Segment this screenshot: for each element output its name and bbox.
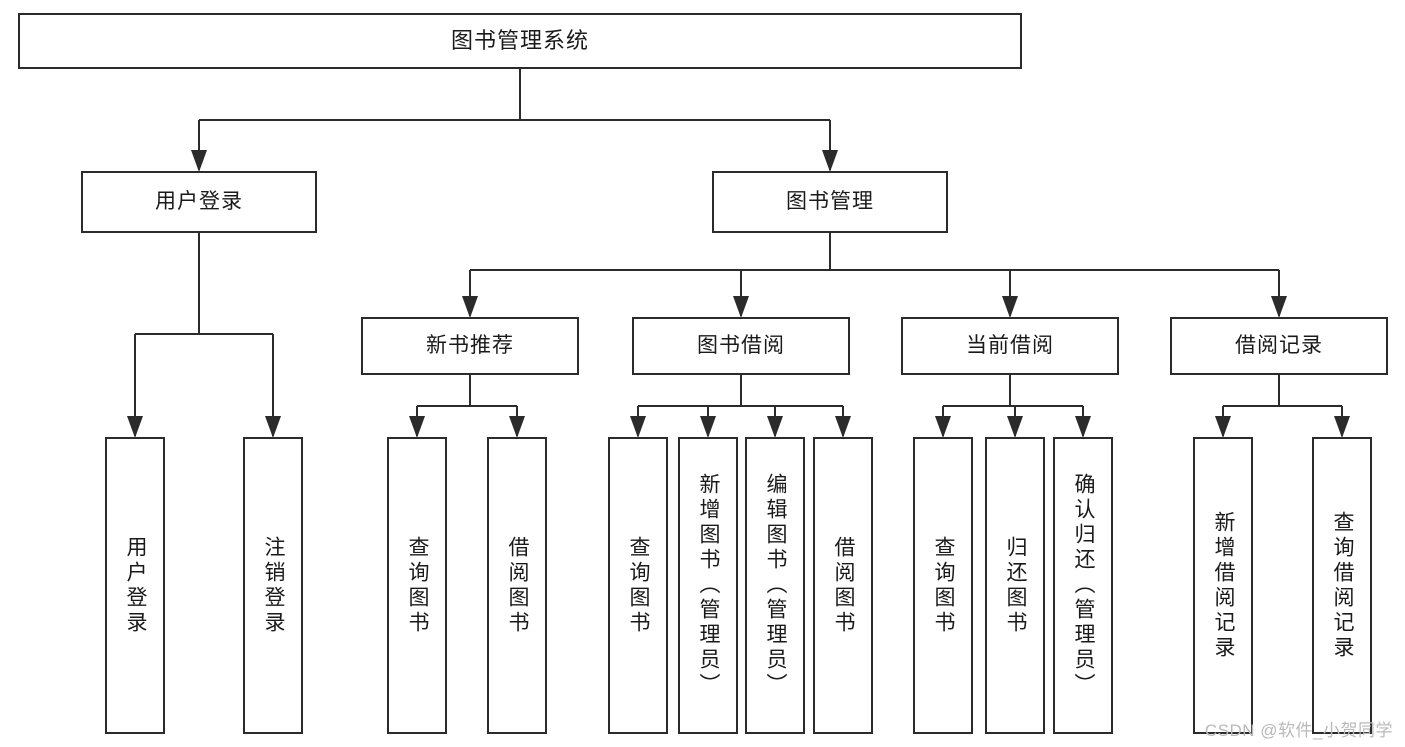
- arrowhead-user-login: [191, 150, 207, 172]
- node-leaf-query-book-1[interactable]: 查询图书: [387, 437, 447, 734]
- node-book-borrow[interactable]: 图书借阅: [632, 317, 850, 375]
- node-new-book-rec[interactable]: 新书推荐: [361, 317, 579, 375]
- node-leaf-query-record[interactable]: 查询借阅记录: [1312, 437, 1372, 734]
- arrowhead-book-borrow: [733, 296, 749, 318]
- arrowhead-leaf-add-book: [700, 416, 716, 438]
- node-leaf-borrow-book-2[interactable]: 借阅图书: [813, 437, 873, 734]
- node-leaf-query-book-3[interactable]: 查询图书: [913, 437, 973, 734]
- arrowhead-new-book-rec: [462, 296, 478, 318]
- arrowhead-leaf-return-book: [1007, 416, 1023, 438]
- arrowhead-leaf-edit-book: [767, 416, 783, 438]
- arrowhead-leaf-borrow-book-2: [835, 416, 851, 438]
- watermark: CSDN @软件_小贺同学: [1204, 721, 1393, 740]
- node-leaf-return-book[interactable]: 归还图书: [985, 437, 1045, 734]
- arrowhead-leaf-user-logout: [265, 416, 281, 438]
- arrowhead-leaf-user-login: [127, 416, 143, 438]
- node-user-login[interactable]: 用户登录: [81, 171, 317, 233]
- arrowhead-leaf-confirm-return: [1075, 416, 1091, 438]
- arrowhead-current-borrow: [1002, 296, 1018, 318]
- arrowhead-leaf-add-record: [1215, 416, 1231, 438]
- node-leaf-edit-book[interactable]: 编辑图书（管理员）: [745, 437, 805, 734]
- node-leaf-add-book[interactable]: 新增图书（管理员）: [678, 437, 738, 734]
- node-leaf-user-logout[interactable]: 注销登录: [243, 437, 303, 734]
- arrowhead-leaf-query-book-2: [630, 416, 646, 438]
- node-leaf-confirm-return[interactable]: 确认归还（管理员）: [1053, 437, 1113, 734]
- node-borrow-record[interactable]: 借阅记录: [1170, 317, 1388, 375]
- arrowhead-borrow-record: [1271, 296, 1287, 318]
- arrowhead-leaf-query-book-3: [935, 416, 951, 438]
- node-leaf-user-login[interactable]: 用户登录: [105, 437, 165, 734]
- arrowhead-leaf-query-book-1: [409, 416, 425, 438]
- arrowhead-book-manage: [822, 150, 838, 172]
- arrowhead-leaf-query-record: [1334, 416, 1350, 438]
- node-root[interactable]: 图书管理系统: [18, 13, 1022, 69]
- arrowhead-leaf-borrow-book-1: [509, 416, 525, 438]
- node-leaf-query-book-2[interactable]: 查询图书: [608, 437, 668, 734]
- node-book-manage[interactable]: 图书管理: [712, 171, 948, 233]
- node-current-borrow[interactable]: 当前借阅: [901, 317, 1119, 375]
- node-leaf-borrow-book-1[interactable]: 借阅图书: [487, 437, 547, 734]
- node-leaf-add-record[interactable]: 新增借阅记录: [1193, 437, 1253, 734]
